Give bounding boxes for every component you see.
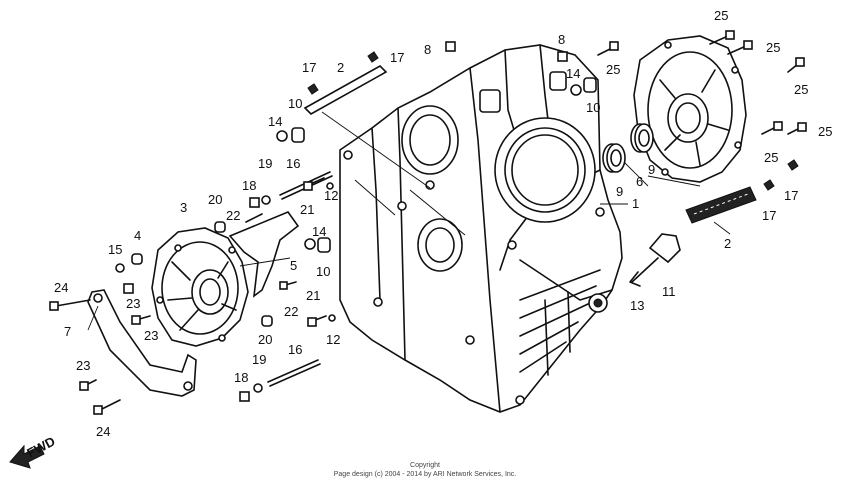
callout-c29: 1 [632, 196, 639, 211]
callout-c3: 2 [337, 60, 344, 75]
callout-c42: 7 [64, 324, 71, 339]
callout-c43: 23 [144, 328, 158, 343]
callout-c6: 8 [558, 32, 565, 47]
callout-c50: 24 [96, 424, 110, 439]
footer-copyright: Copyright [410, 462, 440, 469]
callout-c37: 23 [126, 296, 140, 311]
callout-c23: 17 [762, 208, 776, 223]
gasket-plate [228, 211, 300, 298]
fasteners [49, 30, 807, 415]
callout-c18: 18 [242, 178, 256, 193]
callout-c39: 21 [306, 288, 320, 303]
callout-c22: 17 [784, 188, 798, 203]
callout-c49: 18 [234, 370, 248, 385]
callout-c2: 17 [302, 60, 316, 75]
callout-c35: 2 [724, 236, 731, 251]
callout-c34: 5 [290, 258, 297, 273]
callout-c48: 23 [76, 358, 90, 373]
callout-c13: 14 [268, 114, 282, 129]
left-cover [151, 227, 249, 347]
callout-c5: 8 [424, 42, 431, 57]
callouts: 25 17 2 17 8 8 14 25 25 25 10 10 14 16 1… [54, 8, 832, 439]
callout-c46: 16 [288, 342, 302, 357]
callout-c7: 14 [566, 66, 580, 81]
callout-c28: 12 [324, 188, 338, 203]
callout-c4: 17 [390, 50, 404, 65]
callout-c14: 16 [286, 156, 300, 171]
callout-c20: 9 [648, 162, 655, 177]
callout-c1: 25 [714, 8, 728, 23]
callout-c27: 21 [300, 202, 314, 217]
callout-c19: 9 [616, 184, 623, 199]
bracket [87, 289, 197, 397]
fwd-label: FWD [24, 434, 57, 461]
callout-c33: 10 [316, 264, 330, 279]
callout-c38: 22 [284, 304, 298, 319]
callout-c44: 20 [258, 332, 272, 347]
oil-seals [602, 123, 654, 173]
callout-c11: 10 [288, 96, 302, 111]
callout-c45: 12 [326, 332, 340, 347]
callout-c12: 10 [586, 100, 600, 115]
callout-c26: 22 [226, 208, 240, 223]
callout-c31: 4 [134, 228, 141, 243]
callout-c15: 19 [258, 156, 272, 171]
callout-c10: 25 [794, 82, 808, 97]
callout-c36: 24 [54, 280, 68, 295]
callout-c17: 25 [764, 150, 778, 165]
breather-assembly [629, 233, 681, 287]
callout-c47: 19 [252, 352, 266, 367]
callout-c25: 3 [180, 200, 187, 215]
crankcase-body [339, 44, 623, 413]
callout-c16: 25 [818, 124, 832, 139]
callout-c32: 15 [108, 242, 122, 257]
callout-c40: 13 [630, 298, 644, 313]
callout-c24: 20 [208, 192, 222, 207]
right-cover [633, 35, 747, 183]
gasket-strips [303, 65, 757, 224]
callout-c41: 11 [662, 284, 676, 299]
footer-page-design: Page design (c) 2004 - 2014 by ARI Netwo… [333, 471, 517, 478]
leader-lines [87, 111, 731, 331]
exploded-view-drawing: FWD 25 17 2 17 8 8 14 25 25 25 10 10 14 … [9, 8, 832, 469]
callout-c8: 25 [606, 62, 620, 77]
callout-c30: 14 [312, 224, 326, 239]
callout-c21: 6 [636, 174, 643, 189]
callout-c9: 25 [766, 40, 780, 55]
